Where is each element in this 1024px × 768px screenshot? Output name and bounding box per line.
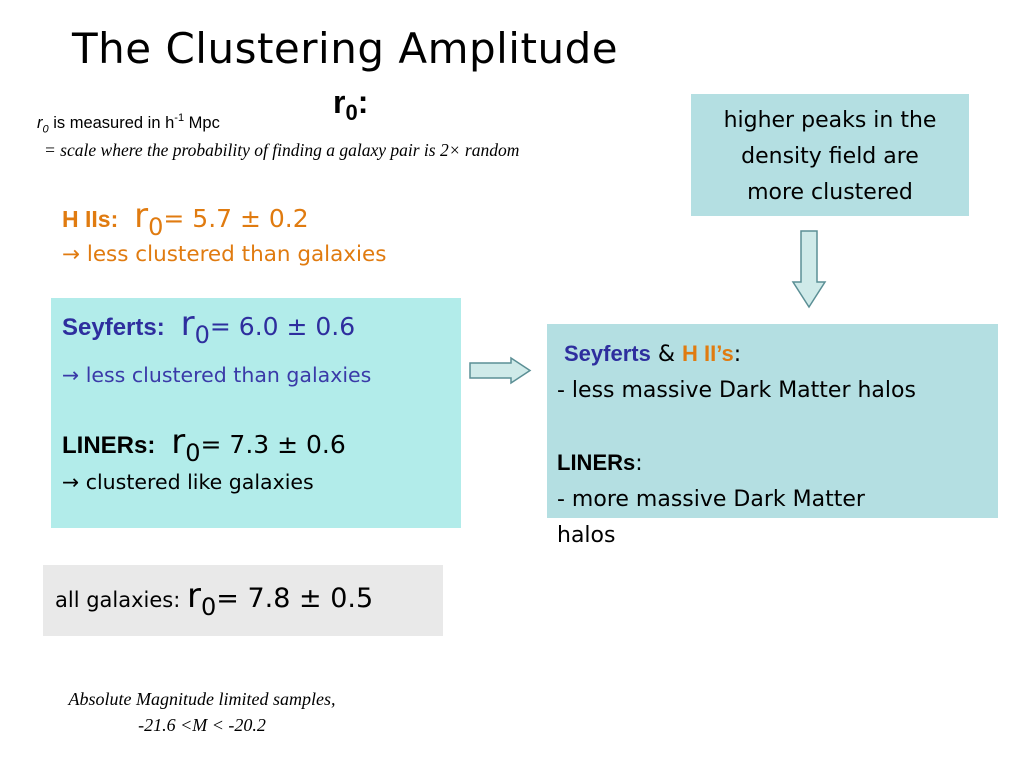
dark-matter-box — [547, 324, 998, 518]
right-arrow-icon — [469, 356, 532, 385]
agn-results-box — [51, 298, 461, 528]
dm-less-massive: - less massive Dark Matter halos — [557, 378, 916, 403]
all-galaxies-r: r — [187, 576, 201, 616]
title-symbol: r0: — [333, 84, 368, 126]
footnote-line-1: Absolute Magnitude limited samples, — [68, 689, 336, 709]
scale-definition: = scale where the probability of finding… — [44, 140, 520, 160]
dm-colon-2: : — [635, 451, 643, 476]
all-galaxies-r0: r0 — [187, 576, 216, 621]
seyferts-result: Seyferts: r0= 6.0 ± 0.6 — [62, 304, 355, 349]
dm-more-massive-2: halos — [557, 523, 616, 548]
dm-colon-1: : — [733, 342, 742, 367]
measured-sym: r — [37, 114, 43, 132]
liners-result: LINERs: r0= 7.3 ± 0.6 — [62, 422, 346, 467]
dark-matter-text: Seyferts & H II’s: - less massive Dark M… — [557, 336, 916, 554]
all-galaxies-box — [43, 565, 443, 636]
seyferts-r: r — [180, 304, 195, 344]
seyferts-r-sub: 0 — [194, 321, 210, 349]
all-galaxies-result: all galaxies: r0= 7.8 ± 0.5 — [55, 576, 373, 621]
measured-pre: is measured in h — [48, 114, 175, 132]
seyferts-label: Seyferts: — [62, 314, 165, 341]
measured-sup: -1 — [174, 112, 185, 124]
all-galaxies-label: all galaxies: — [55, 588, 187, 612]
peaks-line-1: higher peaks in the — [723, 108, 937, 133]
liners-note: → clustered like galaxies — [62, 470, 314, 494]
seyferts-r0: r0 — [180, 304, 210, 349]
dm-heading-2: LINERs: — [557, 445, 916, 482]
peaks-line-3: more clustered — [747, 180, 913, 205]
title-symbol-colon: : — [357, 84, 369, 120]
down-arrow-icon — [791, 230, 827, 309]
liners-value: = 7.3 ± 0.6 — [200, 430, 346, 459]
dm-heading-1: Seyferts & H II’s: — [557, 336, 916, 373]
hii-label: H IIs: — [62, 206, 119, 232]
dm-more-massive-1: - more massive Dark Matter — [557, 487, 865, 512]
dm-liners: LINERs — [557, 450, 636, 475]
measured-sym-sub: 0 — [42, 123, 49, 136]
title-symbol-r: r — [333, 84, 346, 120]
hii-r-sub: 0 — [148, 213, 164, 241]
seyferts-note: → less clustered than galaxies — [62, 363, 372, 387]
dm-amp: & — [650, 342, 682, 367]
title-symbol-sub: 0 — [345, 100, 358, 125]
sample-footnote: Absolute Magnitude limited samples, -21.… — [32, 686, 372, 738]
measured-post: Mpc — [184, 114, 220, 132]
dm-spacer — [557, 409, 916, 445]
peaks-line-2: density field are — [741, 144, 919, 169]
liners-r: r — [171, 422, 186, 462]
liners-r0: r0 — [171, 422, 200, 467]
slide-title: The Clustering Amplitude — [72, 24, 619, 73]
density-peaks-box: higher peaks in the density field are mo… — [691, 94, 969, 216]
dm-seyferts: Seyferts — [564, 341, 651, 366]
hii-r: r — [134, 196, 149, 236]
dm-hiis: H II’s — [682, 341, 734, 366]
seyferts-value: = 6.0 ± 0.6 — [209, 312, 356, 341]
hii-result: H IIs: r0= 5.7 ± 0.2 — [62, 196, 309, 241]
measured-units-note: r0 is measured in h-1 Mpc — [37, 112, 220, 135]
all-galaxies-value: = 7.8 ± 0.5 — [216, 583, 374, 614]
hii-note: → less clustered than galaxies — [62, 242, 387, 267]
footnote-line-2: -21.6 <M < -20.2 — [138, 715, 266, 735]
hii-r0: r0 — [134, 196, 163, 241]
hii-value: = 5.7 ± 0.2 — [163, 204, 309, 233]
liners-r-sub: 0 — [185, 439, 201, 467]
liners-label: LINERs: — [62, 432, 156, 459]
all-galaxies-r-sub: 0 — [200, 593, 217, 621]
